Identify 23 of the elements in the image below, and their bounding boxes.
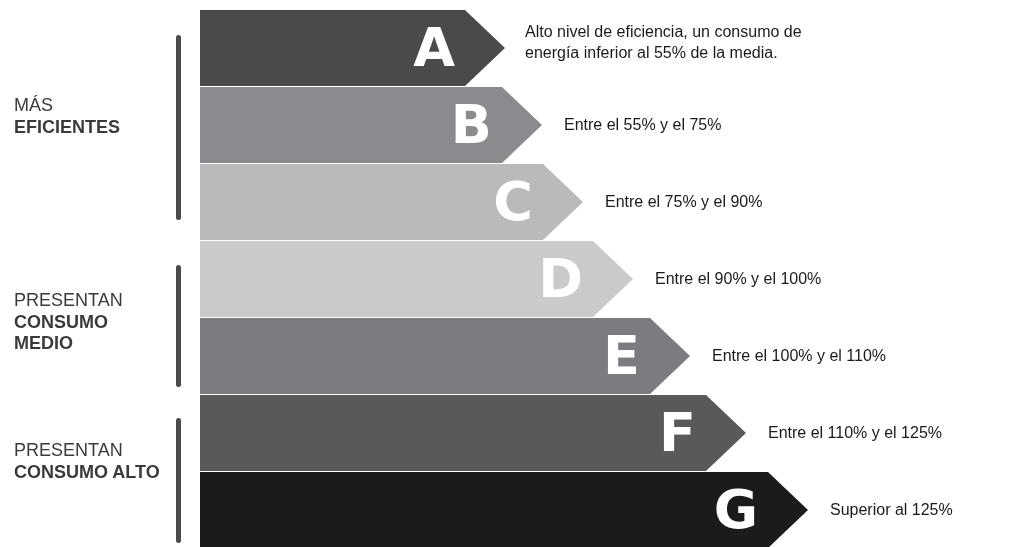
rating-arrow-bar	[200, 241, 633, 317]
rating-letter: F	[659, 406, 696, 460]
rating-arrow-bar	[200, 87, 542, 163]
rating-arrow-bar	[200, 318, 690, 394]
rating-description: Alto nivel de eficiencia, un consumo de energía inferior al 55% de la media.	[525, 22, 803, 63]
group-label: MÁS EFICIENTES	[14, 95, 121, 139]
group-label: PRESENTAN CONSUMO ALTO	[14, 440, 161, 484]
rating-description: Entre el 90% y el 100%	[655, 269, 823, 289]
rating-arrow-bar	[200, 10, 505, 86]
rating-arrow-bar	[200, 395, 746, 471]
rating-description: Entre el 55% y el 75%	[564, 115, 723, 135]
rating-description: Entre el 75% y el 90%	[605, 192, 764, 212]
rating-description: Entre el 100% y el 110%	[712, 346, 888, 366]
rating-letter: A	[413, 21, 455, 75]
rating-letter: G	[713, 483, 758, 537]
rating-letter: B	[450, 98, 492, 152]
rating-description: Entre el 110% y el 125%	[768, 423, 944, 443]
rating-arrow-bar	[200, 164, 583, 240]
group-label: PRESENTAN CONSUMO MEDIO	[14, 290, 124, 355]
rating-letter: E	[603, 329, 640, 383]
rating-letter: C	[493, 175, 533, 229]
rating-description: Superior al 125%	[830, 500, 954, 520]
rating-arrow-bar	[200, 472, 808, 547]
